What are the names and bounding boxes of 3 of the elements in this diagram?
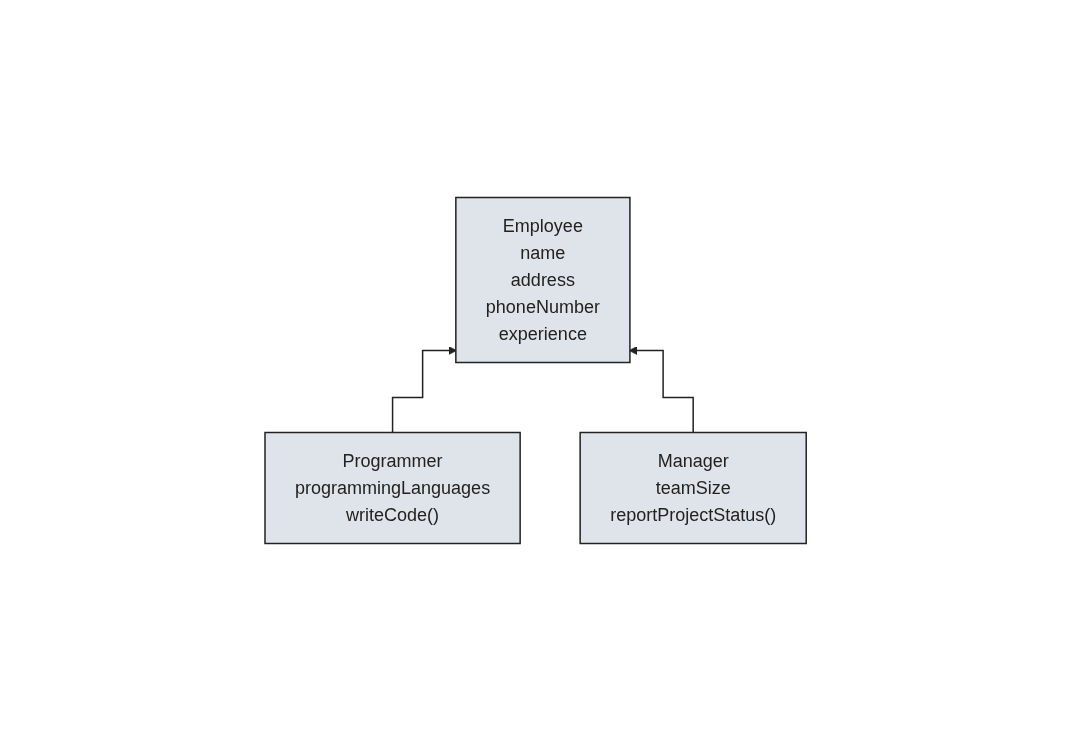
node-box: Manager teamSize reportProjectStatus() bbox=[579, 431, 807, 545]
node-box: Employee name address phoneNumber experience bbox=[454, 196, 631, 364]
node-box: Programmer programmingLanguages writeCode() bbox=[264, 431, 521, 545]
